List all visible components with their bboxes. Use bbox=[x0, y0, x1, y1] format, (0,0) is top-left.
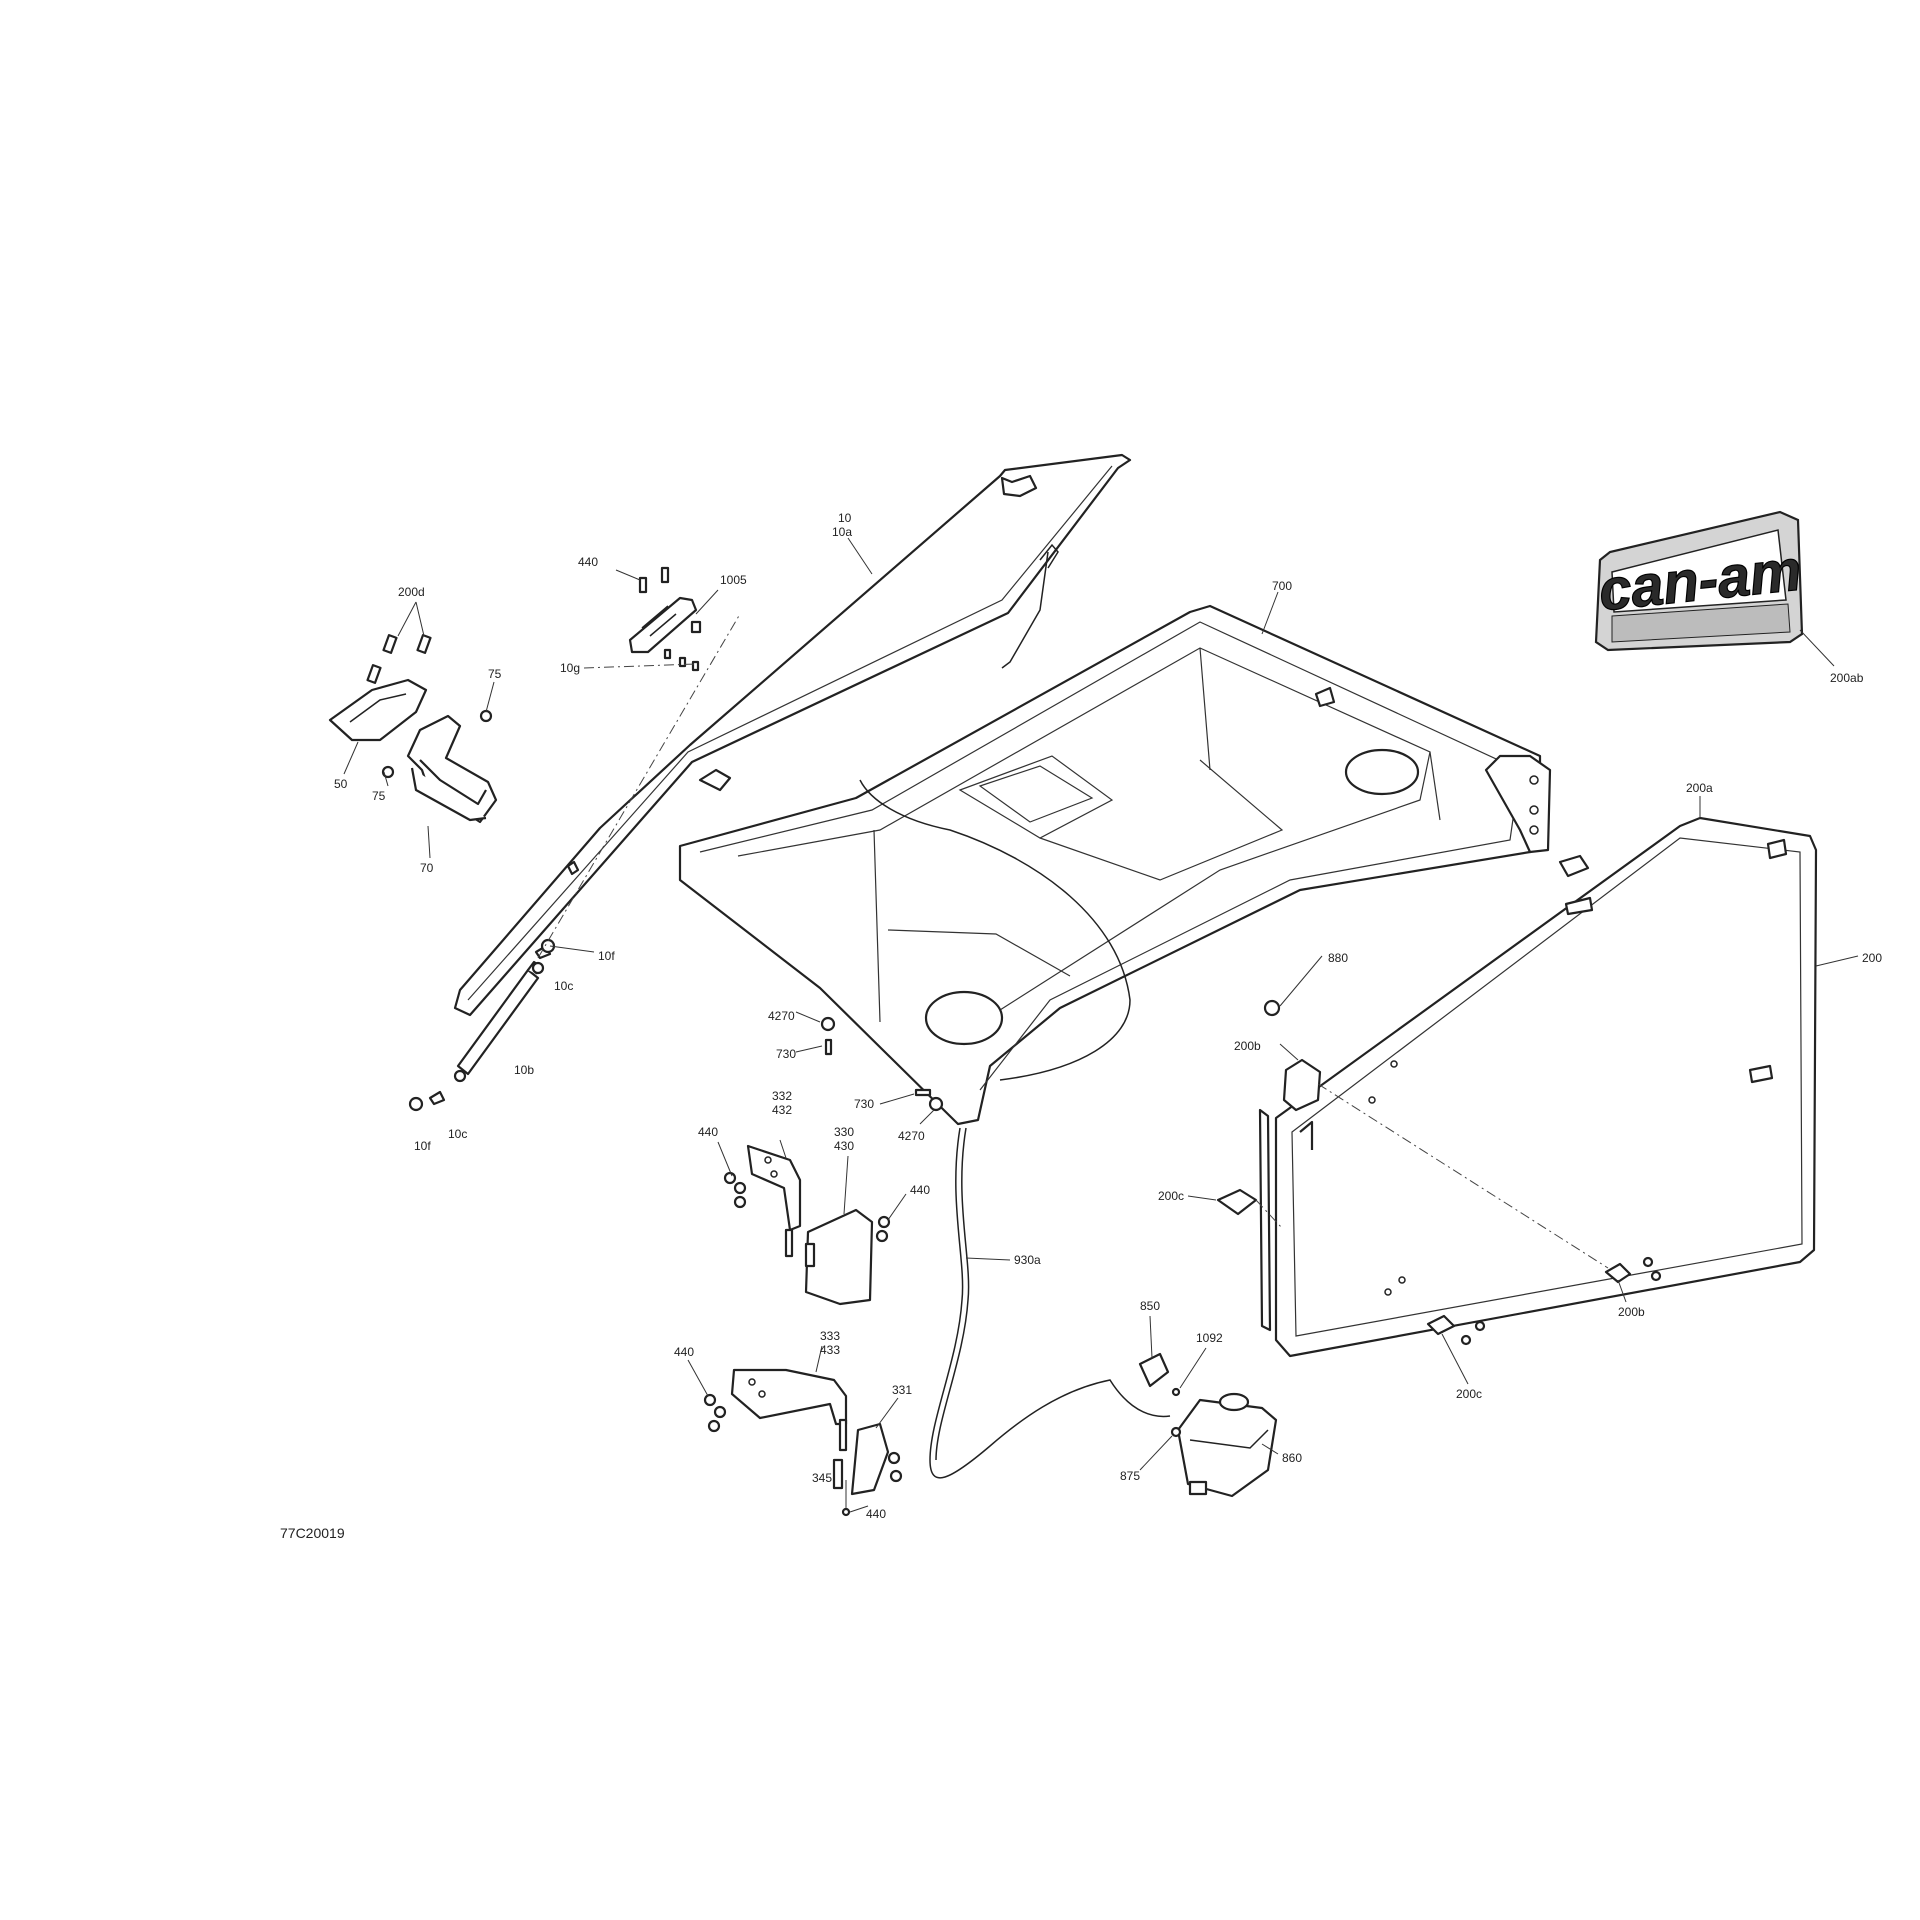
callout-200c: 200c bbox=[1158, 1189, 1184, 1203]
callout-330: 330 bbox=[834, 1125, 854, 1139]
callout-850: 850 bbox=[1140, 1299, 1160, 1313]
hinge-brackets-lower bbox=[703, 1368, 903, 1517]
callout-10c: 10c bbox=[554, 979, 573, 993]
callout-332: 332 bbox=[772, 1089, 792, 1103]
callout-860: 860 bbox=[1282, 1451, 1302, 1465]
callout-440: 440 bbox=[866, 1507, 886, 1521]
can-am-decal bbox=[1594, 510, 1804, 652]
callout-70: 70 bbox=[420, 861, 434, 875]
callout-440: 440 bbox=[910, 1183, 930, 1197]
callout-333: 333 bbox=[820, 1329, 840, 1343]
gas-strut bbox=[408, 938, 556, 1112]
callout-730: 730 bbox=[854, 1097, 874, 1111]
roof-frame bbox=[453, 453, 1132, 1017]
callout-200d: 200d bbox=[398, 585, 425, 599]
latch-bracket bbox=[628, 566, 702, 672]
drawing-number: 77C20019 bbox=[280, 1525, 345, 1541]
callout-4270: 4270 bbox=[768, 1009, 795, 1023]
hinge-brackets-upper bbox=[723, 1144, 891, 1306]
callout-200b: 200b bbox=[1234, 1039, 1261, 1053]
callout-700: 700 bbox=[1272, 579, 1292, 593]
callout-440: 440 bbox=[698, 1125, 718, 1139]
callout-10f: 10f bbox=[598, 949, 615, 963]
fasteners bbox=[820, 999, 1281, 1112]
callout-75: 75 bbox=[372, 789, 386, 803]
callout-200c: 200c bbox=[1456, 1387, 1482, 1401]
callout-930a: 930a bbox=[1014, 1253, 1041, 1267]
cargo-box bbox=[678, 604, 1552, 1126]
callout-1092: 1092 bbox=[1196, 1331, 1223, 1345]
callout-440: 440 bbox=[578, 555, 598, 569]
leader-lines bbox=[343, 537, 1859, 1513]
callout-10c: 10c bbox=[448, 1127, 467, 1141]
callout-1005: 1005 bbox=[720, 573, 747, 587]
callout-10: 10 bbox=[838, 511, 852, 525]
callout-10f: 10f bbox=[414, 1139, 431, 1153]
handle-assembly bbox=[328, 634, 498, 824]
callout-200a: 200a bbox=[1686, 781, 1713, 795]
callout-200: 200 bbox=[1862, 951, 1882, 965]
callout-331: 331 bbox=[892, 1383, 912, 1397]
callout-200b: 200b bbox=[1618, 1305, 1645, 1319]
callout-200ab: 200ab bbox=[1830, 671, 1864, 685]
callout-432: 432 bbox=[772, 1103, 792, 1117]
tailgate bbox=[1216, 816, 1818, 1358]
callout-430: 430 bbox=[834, 1139, 854, 1153]
callout-730: 730 bbox=[776, 1047, 796, 1061]
callout-440: 440 bbox=[674, 1345, 694, 1359]
callout-10b: 10b bbox=[514, 1063, 534, 1077]
washer-reservoir bbox=[1138, 1352, 1278, 1498]
callout-4270: 4270 bbox=[898, 1129, 925, 1143]
callout-875: 875 bbox=[1120, 1469, 1140, 1483]
callout-50: 50 bbox=[334, 777, 348, 791]
callout-433: 433 bbox=[820, 1343, 840, 1357]
washer-hose bbox=[929, 1127, 1171, 1479]
callout-10g: 10g bbox=[560, 661, 580, 675]
callout-345: 345 bbox=[812, 1471, 832, 1485]
callout-labels: 10 10a 440 1005 200d 75 10g 50 75 70 700… bbox=[334, 511, 1882, 1521]
callout-10a: 10a bbox=[832, 525, 852, 539]
callout-75: 75 bbox=[488, 667, 502, 681]
callout-880: 880 bbox=[1328, 951, 1348, 965]
